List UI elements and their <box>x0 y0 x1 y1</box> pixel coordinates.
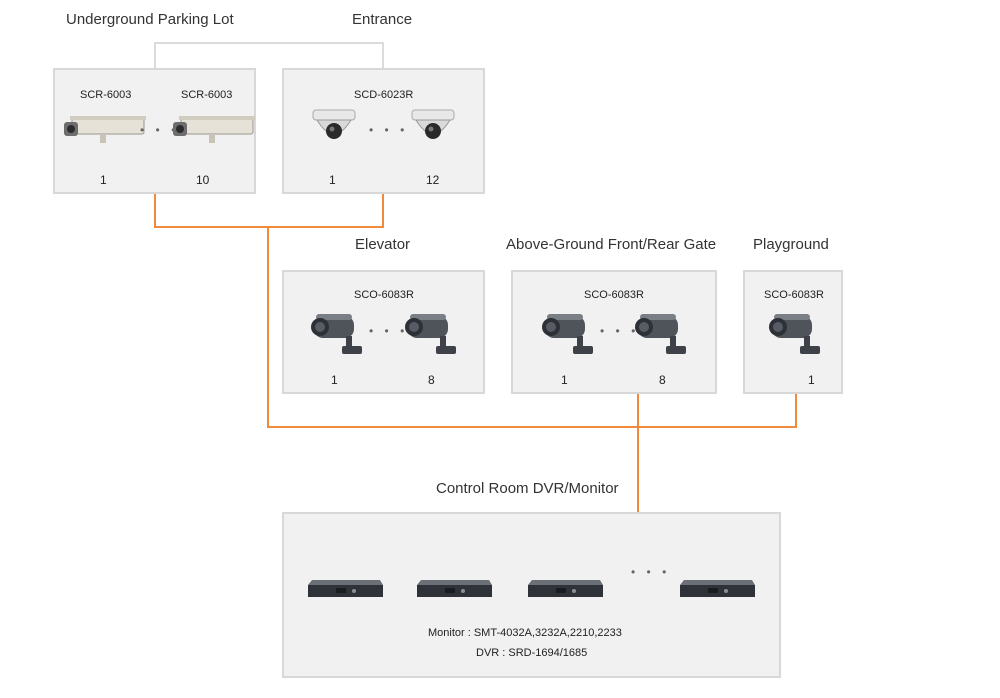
playground-model: SCO-6083R <box>764 289 824 301</box>
elevator-box <box>282 270 485 394</box>
dvr-models: DVR : SRD-1694/1685 <box>476 647 588 659</box>
control-title: Control Room DVR/Monitor <box>436 480 619 497</box>
playground-box <box>743 270 843 394</box>
gate-model: SCO-6083R <box>584 289 644 301</box>
dome-camera-icon <box>312 109 356 139</box>
elevator-dots: • • • <box>369 324 409 338</box>
entrance-title: Entrance <box>352 11 413 28</box>
parking-dots: • • • <box>140 123 180 137</box>
dvr-recorder-icon <box>417 580 492 597</box>
parking-num-last: 10 <box>196 173 210 187</box>
entrance-num-last: 12 <box>426 173 440 187</box>
entrance-model: SCD-6023R <box>354 89 414 101</box>
box-camera-icon <box>64 116 146 143</box>
entrance-dots: • • • <box>369 123 409 137</box>
dvr-recorder-icon <box>308 580 383 597</box>
box-camera-icon <box>173 116 255 143</box>
bullet-camera-icon <box>769 314 820 354</box>
control-dots: • • • <box>631 565 671 579</box>
elevator-num-first: 1 <box>331 373 338 387</box>
bullet-camera-icon <box>542 314 593 354</box>
playground-title: Playground <box>753 236 829 253</box>
elevator-num-last: 8 <box>428 373 435 387</box>
gate-title: Above-Ground Front/Rear Gate <box>506 236 717 253</box>
bullet-camera-icon <box>635 314 686 354</box>
entrance-num-first: 1 <box>329 173 336 187</box>
playground-num-first: 1 <box>808 373 815 387</box>
dome-camera-icon <box>411 109 455 139</box>
parking-num-first: 1 <box>100 173 107 187</box>
gray-link-parking-entrance <box>154 42 384 68</box>
parking-model-b: SCR-6003 <box>181 89 233 101</box>
gate-num-first: 1 <box>561 373 568 387</box>
bullet-camera-icon <box>405 314 456 354</box>
entrance-box <box>282 68 485 194</box>
parking-model-a: SCR-6003 <box>80 89 132 101</box>
parking-title: Underground Parking Lot <box>66 11 234 28</box>
elevator-title: Elevator <box>355 236 411 253</box>
gate-num-last: 8 <box>659 373 666 387</box>
bullet-camera-icon <box>311 314 362 354</box>
dvr-recorder-icon <box>528 580 603 597</box>
elevator-model: SCO-6083R <box>354 289 414 301</box>
monitor-models: Monitor : SMT-4032A,3232A,2210,2233 <box>428 627 622 639</box>
dvr-recorder-icon <box>680 580 755 597</box>
gate-dots: • • • <box>600 324 640 338</box>
